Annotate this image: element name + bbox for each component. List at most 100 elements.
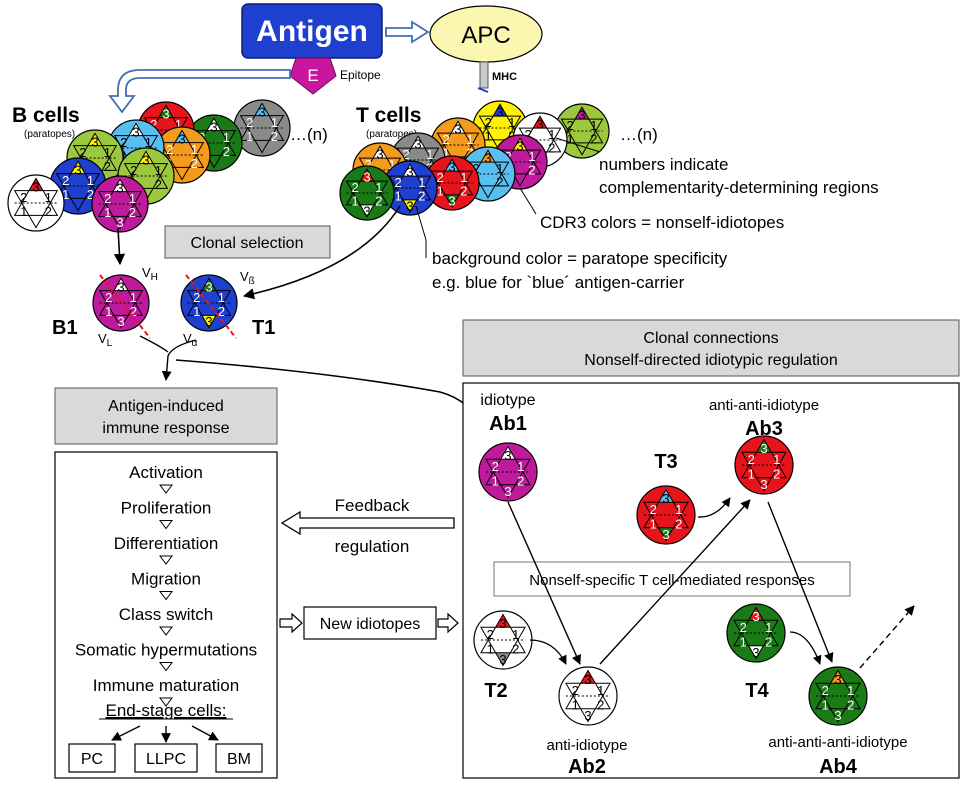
svg-text:2: 2 xyxy=(765,634,772,649)
legend-line1: numbers indicate xyxy=(599,155,728,174)
svg-text:3: 3 xyxy=(414,137,421,152)
end-cell-llpc-box xyxy=(134,743,198,773)
svg-text:3: 3 xyxy=(116,180,123,195)
svg-text:1: 1 xyxy=(650,516,657,531)
svg-text:1: 1 xyxy=(485,128,492,143)
svg-text:2: 2 xyxy=(443,132,450,147)
svg-text:1: 1 xyxy=(129,191,136,206)
end-arrow-bm xyxy=(191,725,219,741)
svg-text:3: 3 xyxy=(116,215,123,230)
svg-text:3: 3 xyxy=(516,139,523,154)
svg-text:1: 1 xyxy=(512,627,519,642)
svg-text:2: 2 xyxy=(460,183,467,198)
svg-text:2: 2 xyxy=(773,466,780,481)
svg-text:1: 1 xyxy=(517,459,524,474)
svg-text:1: 1 xyxy=(590,118,597,133)
end-stage-label: End-stage cells: xyxy=(106,701,227,720)
svg-text:3: 3 xyxy=(584,672,591,687)
svg-text:1: 1 xyxy=(597,683,604,698)
t1-vb: Vß xyxy=(240,269,255,287)
svg-text:3: 3 xyxy=(760,441,767,456)
bcluster-to-b1-arrow xyxy=(113,227,126,266)
nonself-specific-label: Nonself-specific T cell-mediated respons… xyxy=(529,572,814,589)
t2-label: T2 xyxy=(484,680,507,702)
svg-text:1: 1 xyxy=(492,473,499,488)
svg-text:1: 1 xyxy=(418,175,425,190)
svg-text:1: 1 xyxy=(20,204,27,219)
svg-text:2: 2 xyxy=(590,131,597,146)
svg-text:3: 3 xyxy=(132,124,139,139)
svg-text:1: 1 xyxy=(466,132,473,147)
svg-text:1: 1 xyxy=(193,304,200,319)
mhc-stalk xyxy=(479,61,489,89)
end-cell-bm-box xyxy=(215,743,263,773)
svg-text:2: 2 xyxy=(492,459,499,474)
svg-text:2: 2 xyxy=(473,161,480,176)
step-5: Class switch xyxy=(119,605,213,624)
svg-text:3: 3 xyxy=(496,105,503,120)
svg-text:1: 1 xyxy=(528,149,535,164)
feedback-arrow xyxy=(280,510,455,536)
ab2-label: Ab2 xyxy=(568,756,606,778)
svg-text:1: 1 xyxy=(740,634,747,649)
svg-text:2: 2 xyxy=(105,290,112,305)
svg-text:3: 3 xyxy=(178,131,185,146)
clonal-connections-line2: Nonself-directed idiotypic regulation xyxy=(584,352,837,369)
clonal-selection-box xyxy=(164,225,331,259)
svg-text:1: 1 xyxy=(773,452,780,467)
svg-text:1: 1 xyxy=(375,180,382,195)
svg-text:2: 2 xyxy=(365,157,372,172)
svg-text:1: 1 xyxy=(218,290,225,305)
svg-text:3: 3 xyxy=(258,104,265,119)
b1-merge-line xyxy=(139,335,169,353)
legend-cdr3: CDR3 colors = nonself-idiotopes xyxy=(540,213,784,232)
svg-text:2: 2 xyxy=(650,502,657,517)
tcells-more: …(n) xyxy=(620,125,658,144)
svg-text:1: 1 xyxy=(145,135,152,150)
svg-text:2: 2 xyxy=(104,191,111,206)
svg-text:3: 3 xyxy=(448,193,455,208)
svg-text:2: 2 xyxy=(104,159,111,174)
svg-text:3: 3 xyxy=(499,652,506,667)
svg-text:1: 1 xyxy=(45,190,52,205)
svg-text:1: 1 xyxy=(62,187,69,202)
svg-text:3: 3 xyxy=(406,165,413,180)
bcell-cluster: 3121231212312123121231212312123121231212… xyxy=(7,99,291,233)
svg-text:3: 3 xyxy=(536,117,543,132)
svg-text:1: 1 xyxy=(508,115,515,130)
ab4-label: Ab4 xyxy=(819,756,858,778)
b1-label: B1 xyxy=(52,317,78,339)
svg-text:2: 2 xyxy=(191,156,198,171)
svg-text:1: 1 xyxy=(460,170,467,185)
svg-text:3: 3 xyxy=(74,162,81,177)
epitope-to-bcells-arrow xyxy=(108,69,291,114)
svg-text:3: 3 xyxy=(210,119,217,134)
svg-text:3: 3 xyxy=(760,477,767,492)
svg-text:2: 2 xyxy=(847,697,854,712)
new-idiotopes-label: New idiotopes xyxy=(320,616,421,633)
ab4-caption: anti-anti-anti-idiotype xyxy=(768,734,907,751)
svg-text:2: 2 xyxy=(487,627,494,642)
svg-text:3: 3 xyxy=(504,448,511,463)
svg-text:2: 2 xyxy=(130,304,137,319)
svg-text:2: 2 xyxy=(403,147,410,162)
end-cell-pc: PC xyxy=(81,751,103,768)
svg-text:1: 1 xyxy=(352,193,359,208)
svg-text:2: 2 xyxy=(193,290,200,305)
antigen-to-apc-arrow xyxy=(385,20,430,44)
svg-text:1: 1 xyxy=(223,130,230,145)
svg-text:2: 2 xyxy=(223,144,230,159)
t3-label: T3 xyxy=(654,451,677,473)
svg-text:1: 1 xyxy=(120,149,127,164)
step-4: Migration xyxy=(131,570,201,589)
svg-text:2: 2 xyxy=(496,174,503,189)
step-arrow-5 xyxy=(159,626,173,636)
svg-text:1: 1 xyxy=(548,127,555,142)
svg-text:2: 2 xyxy=(597,697,604,712)
step-arrow-2 xyxy=(159,520,173,530)
